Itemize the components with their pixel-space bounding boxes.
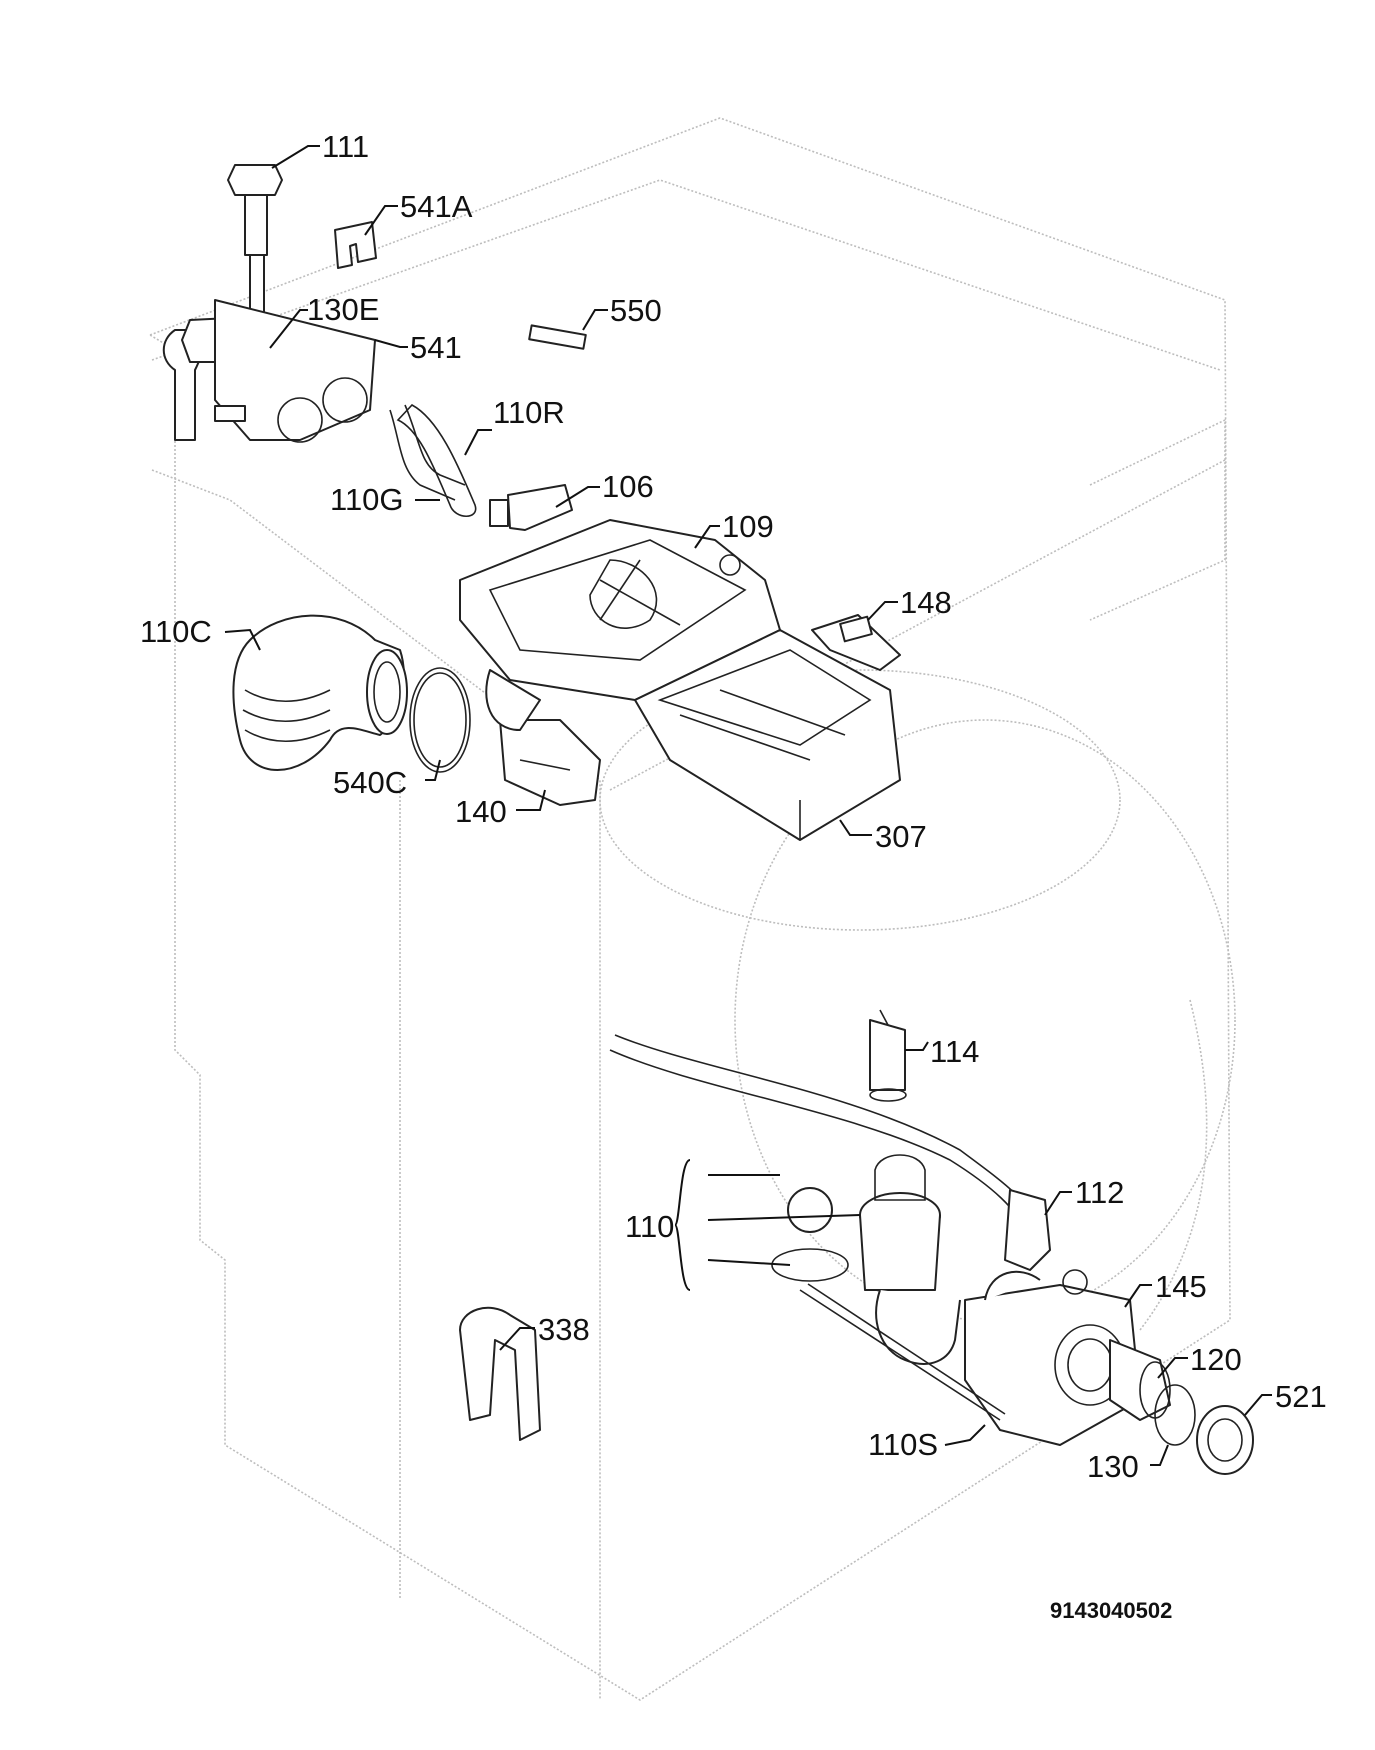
label-106: 106 [602,469,654,504]
rod-110S [799,1283,1006,1421]
label-110: 110 [625,1209,674,1244]
sump-110 [771,1154,961,1365]
label-109: 109 [722,509,774,544]
part-148 [811,614,901,671]
hose-112 [609,1034,1051,1271]
label-114: 114 [930,1034,979,1069]
label-338: 338 [538,1312,590,1347]
label-550: 550 [610,293,662,328]
label-541: 541 [410,330,462,365]
inlet-hose-111 [227,164,283,326]
label-110S: 110S [868,1427,938,1462]
hose-110R-110G [389,404,477,518]
label-145: 145 [1155,1269,1207,1304]
seal-130 [1154,1384,1196,1446]
label-541A: 541A [400,189,473,224]
clamp-540C [409,667,471,773]
label-111: 111 [322,129,369,164]
label-130E: 130E [307,292,379,327]
valve-106 [489,484,573,531]
label-110G: 110G [330,482,404,517]
label-148: 148 [900,585,952,620]
label-120: 120 [1190,1342,1242,1377]
label-110R: 110R [493,395,565,430]
label-540C: 540C [333,765,407,800]
label-140: 140 [455,794,507,829]
part-labels: 111 541A 130E 541 110R 550 110G 106 109 … [140,129,1327,1623]
bracket-541 [214,299,376,443]
label-307: 307 [875,819,927,854]
duct-140 [485,669,601,806]
label-110C: 110C [140,614,212,649]
bracket-338 [459,1306,541,1441]
bellows-110C [232,614,408,771]
drawing-code: 9143040502 [1050,1598,1172,1623]
label-112: 112 [1075,1175,1124,1210]
dispenser-housing-109 [459,519,781,701]
pipe-550 [528,324,587,350]
label-130: 130 [1087,1449,1139,1484]
drawer-307 [634,629,901,841]
float-114 [869,1009,907,1102]
label-521: 521 [1275,1379,1327,1414]
cap-521 [1196,1405,1254,1475]
leader-lines [224,145,1272,1466]
